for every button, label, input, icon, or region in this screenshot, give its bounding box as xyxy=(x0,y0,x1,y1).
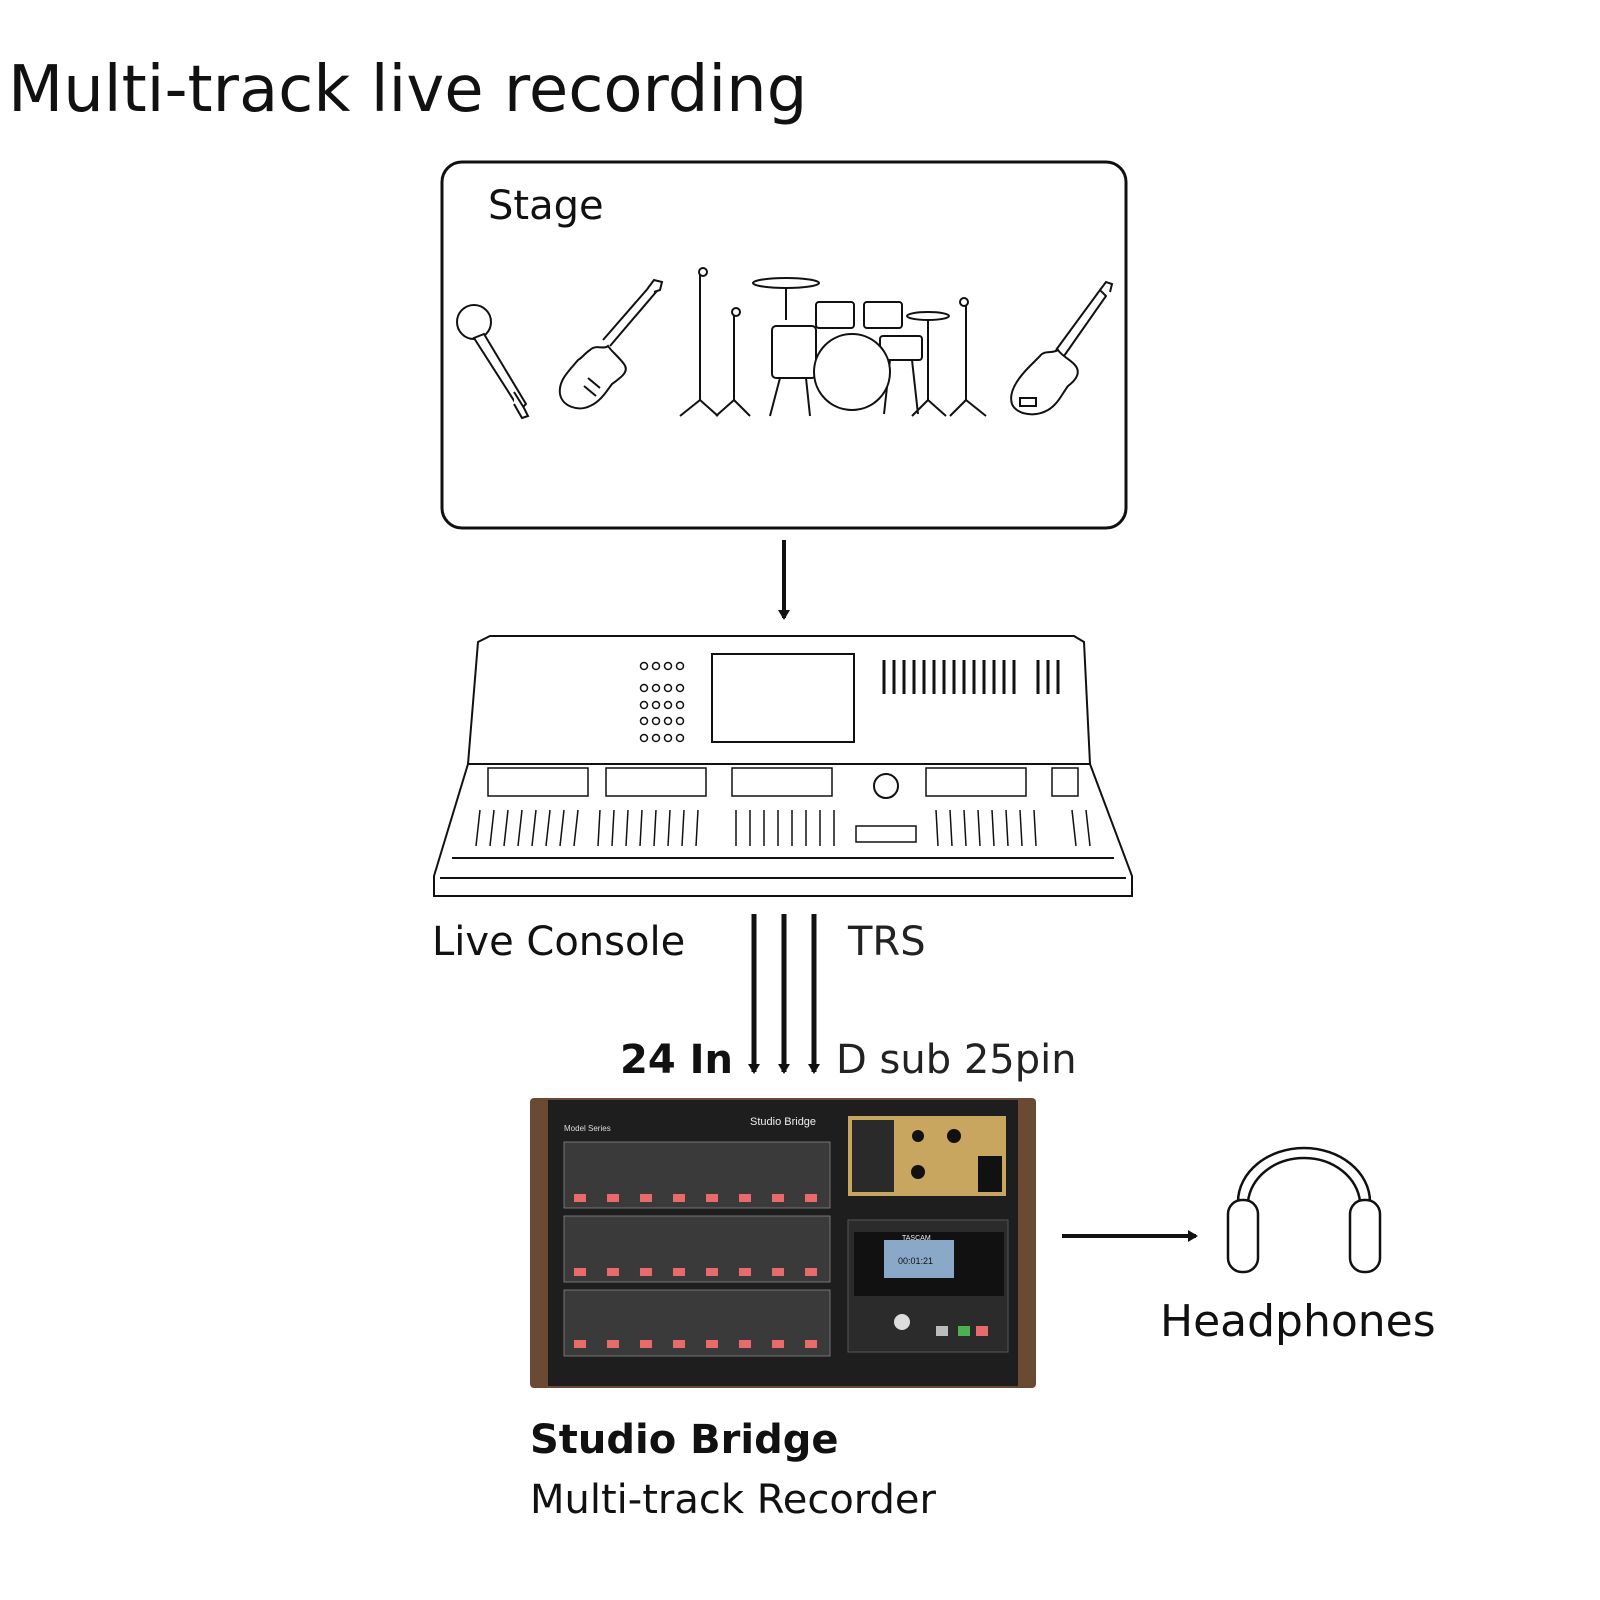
input-count-label: 24 In xyxy=(620,1037,733,1083)
live-console-device xyxy=(433,635,1133,897)
page-title: Multi-track live recording xyxy=(8,53,808,127)
bass-guitar-icon xyxy=(1010,280,1114,416)
electric-guitar-icon xyxy=(558,278,664,410)
connector-label: D sub 25pin xyxy=(836,1037,1077,1083)
trs-cable-label: TRS xyxy=(848,919,926,965)
drum-kit-icon xyxy=(679,267,987,417)
panel-counter-text: 00:01:21 xyxy=(898,1256,933,1266)
live-console-label: Live Console xyxy=(432,919,686,965)
stage-label: Stage xyxy=(488,183,604,229)
panel-maker-text: TASCAM xyxy=(902,1235,931,1242)
recorder-description-label: Multi-track Recorder xyxy=(530,1477,936,1523)
panel-brand-text: Studio Bridge xyxy=(750,1116,816,1128)
microphone-icon xyxy=(456,304,530,420)
headphones-label: Headphones xyxy=(1160,1296,1436,1347)
headphones-icon xyxy=(1226,1146,1382,1274)
recorder-name-label: Studio Bridge xyxy=(530,1417,839,1463)
console-screen-icon xyxy=(711,653,855,743)
console-to-recorder-arrows xyxy=(748,914,820,1074)
studio-bridge-device: Model Series Studio Bridge TASCAM 00:01:… xyxy=(530,1098,1036,1388)
panel-model-text: Model Series xyxy=(564,1124,611,1133)
